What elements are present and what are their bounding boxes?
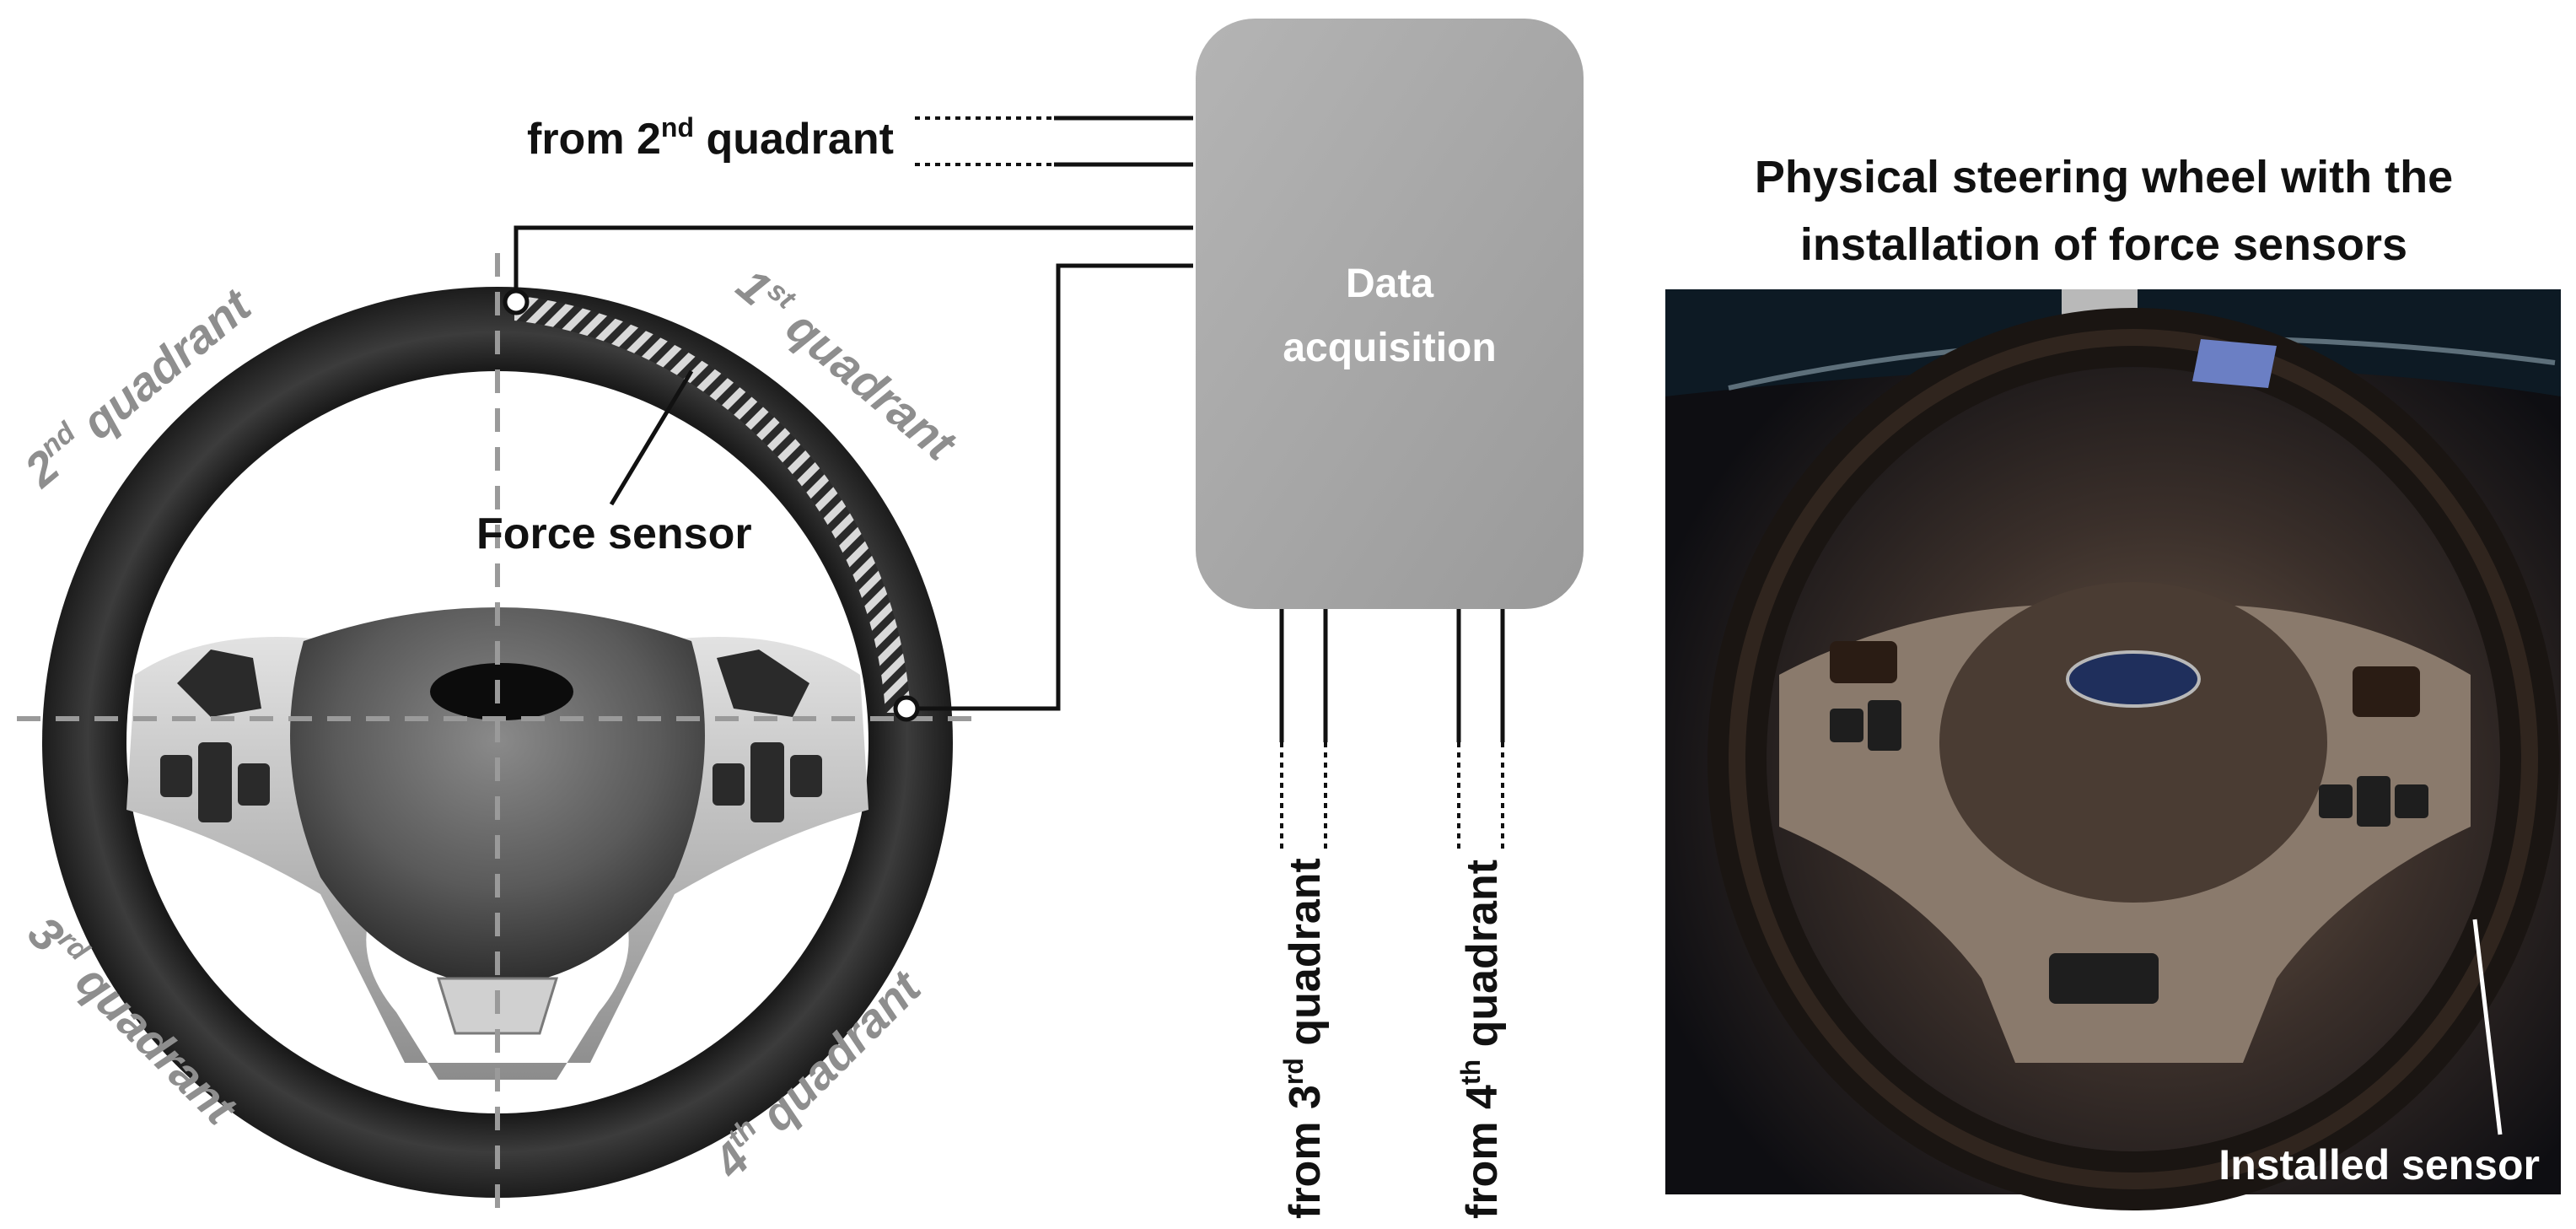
right-button-cluster-icon xyxy=(713,650,822,822)
steering-wheel-illustration xyxy=(42,287,953,1198)
photo-title-line-2: installation of force sensors xyxy=(1800,219,2407,270)
wiring-dotted xyxy=(915,116,1504,852)
sensor-endpoint-right xyxy=(893,695,920,722)
ford-emblem-icon xyxy=(2066,650,2201,708)
from-3rd-quadrant-label: from 3rd quadrant xyxy=(1278,858,1330,1219)
data-acquisition-label-2: acquisition xyxy=(1283,326,1496,370)
data-acquisition-label-1: Data xyxy=(1346,261,1433,306)
force-sensor-strip xyxy=(514,295,911,713)
force-sensor-leader xyxy=(609,369,694,506)
wiring xyxy=(514,116,1505,742)
from-4th-quadrant-label: from 4th quadrant xyxy=(1455,860,1507,1219)
photo-title-line-1: Physical steering wheel with the xyxy=(1755,152,2453,202)
steering-wheel-photo xyxy=(1665,289,2561,1210)
installed-sensor-label: Installed sensor xyxy=(2218,1141,2540,1189)
from-2nd-quadrant-label: from 2nd quadrant xyxy=(527,112,894,164)
emblem-icon xyxy=(430,663,573,720)
force-sensor-label: Force sensor xyxy=(476,509,752,558)
sensor-endpoint-top xyxy=(503,288,530,315)
left-button-cluster-icon xyxy=(160,650,270,822)
data-acquisition-box xyxy=(1196,19,1584,609)
